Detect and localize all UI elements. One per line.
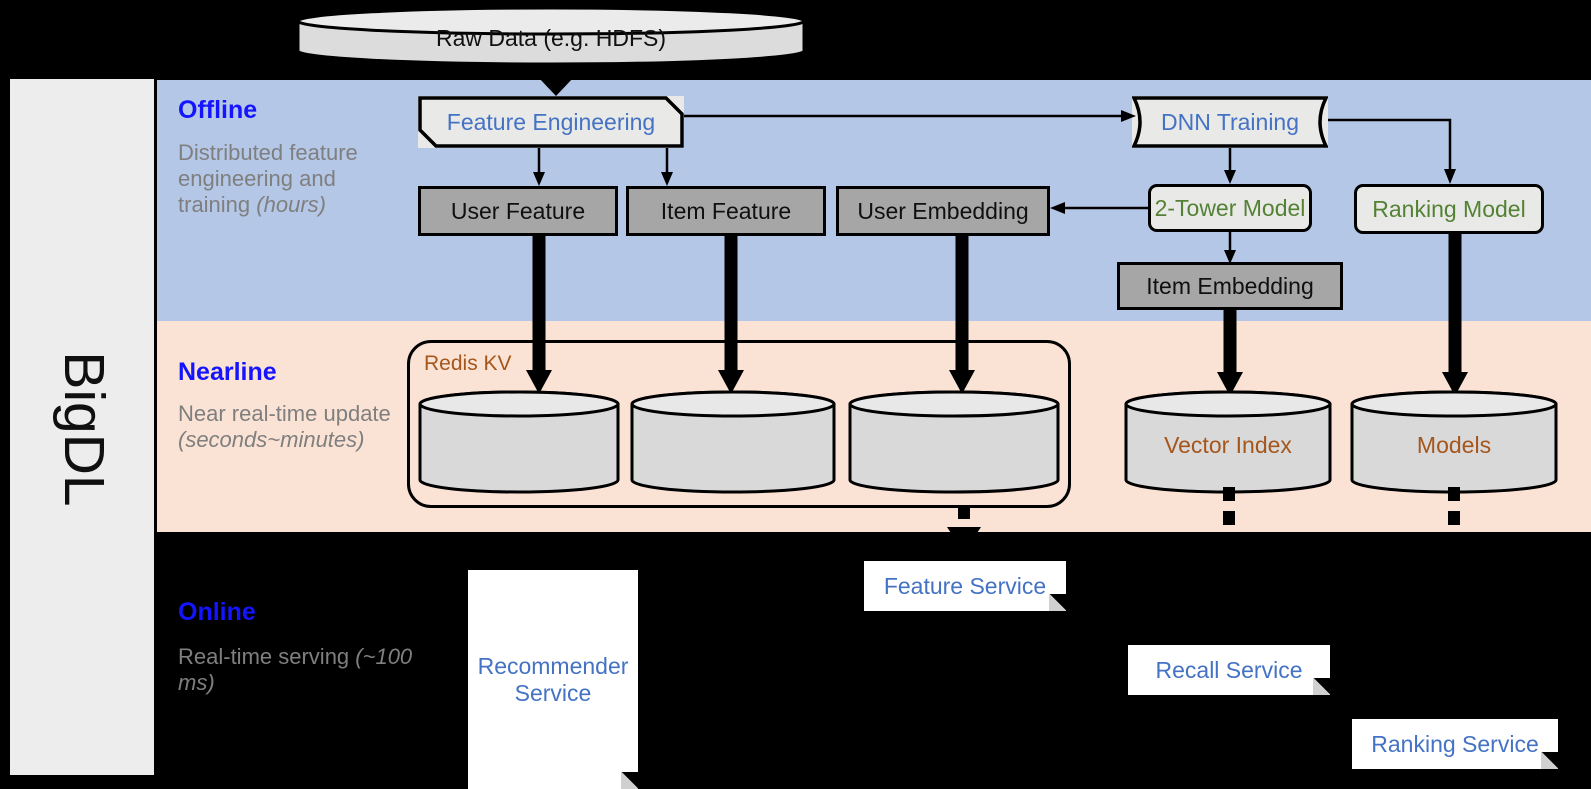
stage-desc-online-text: Real-time serving bbox=[178, 644, 356, 669]
node-dnn-training[interactable]: DNN Training bbox=[1132, 96, 1328, 148]
stage-desc-nearline: Near real-time update (seconds~minutes) bbox=[178, 401, 413, 453]
stage-desc-online: Real-time serving (~100 ms) bbox=[178, 644, 413, 696]
arrow-2tower-to-user-embedding bbox=[1050, 200, 1150, 216]
node-user-feature-label: User Feature bbox=[450, 197, 586, 224]
models-cylinder[interactable]: Models bbox=[1350, 390, 1558, 494]
arrow-dnn-to-ranking-model bbox=[1328, 114, 1468, 186]
stage-desc-nearline-em: (seconds~minutes) bbox=[178, 427, 365, 453]
stage-desc-nearline-text: Near real-time update bbox=[178, 401, 391, 426]
stage-desc-offline: Distributed feature engineering and trai… bbox=[178, 140, 413, 219]
node-2-tower-model[interactable]: 2-Tower Model bbox=[1148, 184, 1312, 232]
arrow-user-feature-to-store bbox=[524, 236, 554, 394]
stage-desc-online-em: (~100 ms) bbox=[178, 644, 413, 696]
store-user-feature-cylinder[interactable] bbox=[418, 390, 620, 494]
redis-kv-group bbox=[407, 340, 1071, 508]
arrow-fe-to-user-feature bbox=[531, 148, 547, 186]
node-user-embedding-label: User Embedding bbox=[857, 197, 1029, 224]
node-ranking-service[interactable]: Ranking Service bbox=[1352, 719, 1558, 769]
node-recommender-service[interactable]: Recommender Service bbox=[468, 570, 638, 789]
node-feature-service-label: Feature Service bbox=[883, 572, 1047, 599]
arrow-fe-to-dnn bbox=[684, 108, 1136, 124]
node-feature-service[interactable]: Feature Service bbox=[864, 561, 1066, 611]
stage-desc-offline-text: Distributed feature engineering and trai… bbox=[178, 140, 358, 218]
page-fold-icon bbox=[1313, 678, 1330, 695]
bigdl-rail: BigDL bbox=[8, 77, 156, 777]
vector-index-label: Vector Index bbox=[1164, 432, 1292, 458]
store-user-embedding-cylinder[interactable] bbox=[848, 390, 1060, 494]
dashed-stub-models bbox=[1446, 487, 1462, 527]
node-dnn-training-label: DNN Training bbox=[1160, 108, 1300, 135]
node-ranking-model[interactable]: Ranking Model bbox=[1354, 184, 1544, 234]
node-item-embedding-label: Item Embedding bbox=[1146, 272, 1314, 299]
arrow-2tower-to-item-embedding bbox=[1222, 232, 1238, 264]
node-user-embedding[interactable]: User Embedding bbox=[836, 186, 1050, 236]
stage-title-online: Online bbox=[178, 598, 256, 626]
node-recommender-service-label: Recommender Service bbox=[477, 653, 629, 706]
stage-title-nearline: Nearline bbox=[178, 358, 277, 386]
raw-data-label: Raw Data (e.g. HDFS) bbox=[435, 25, 667, 51]
node-user-feature[interactable]: User Feature bbox=[418, 186, 618, 236]
models-label: Models bbox=[1416, 432, 1492, 458]
store-item-feature-cylinder[interactable] bbox=[630, 390, 836, 494]
raw-data-cylinder: Raw Data (e.g. HDFS) bbox=[295, 5, 807, 67]
arrow-rawdata-to-fe bbox=[536, 63, 576, 99]
redis-kv-label: Redis KV bbox=[424, 352, 512, 375]
node-item-feature-label: Item Feature bbox=[660, 197, 792, 224]
node-ranking-model-label: Ranking Model bbox=[1372, 195, 1526, 222]
node-feature-engineering-label: Feature Engineering bbox=[446, 108, 656, 135]
page-fold-icon bbox=[1541, 752, 1558, 769]
node-recall-service[interactable]: Recall Service bbox=[1128, 645, 1330, 695]
arrow-user-embedding-to-store bbox=[947, 236, 977, 394]
page-fold-icon bbox=[1049, 594, 1066, 611]
arrow-ranking-model-to-models bbox=[1440, 234, 1470, 396]
arrow-item-embedding-to-vector-index bbox=[1215, 310, 1245, 396]
node-feature-engineering[interactable]: Feature Engineering bbox=[418, 96, 684, 148]
arrow-item-feature-to-store bbox=[716, 236, 746, 394]
node-item-feature[interactable]: Item Feature bbox=[626, 186, 826, 236]
stage-desc-offline-em: (hours) bbox=[256, 192, 326, 218]
node-item-embedding[interactable]: Item Embedding bbox=[1117, 262, 1343, 310]
arrow-fe-to-item-feature bbox=[659, 148, 675, 186]
node-ranking-service-label: Ranking Service bbox=[1371, 730, 1539, 757]
arrow-redis-to-feature-service bbox=[947, 505, 981, 557]
vector-index-cylinder[interactable]: Vector Index bbox=[1124, 390, 1332, 494]
node-recall-service-label: Recall Service bbox=[1155, 656, 1303, 683]
page-fold-icon bbox=[621, 772, 638, 789]
arrow-dnn-to-2tower bbox=[1222, 148, 1238, 184]
stage-title-offline: Offline bbox=[178, 96, 258, 124]
node-2-tower-model-label: 2-Tower Model bbox=[1154, 194, 1306, 221]
dashed-stub-vector-index bbox=[1221, 487, 1237, 527]
